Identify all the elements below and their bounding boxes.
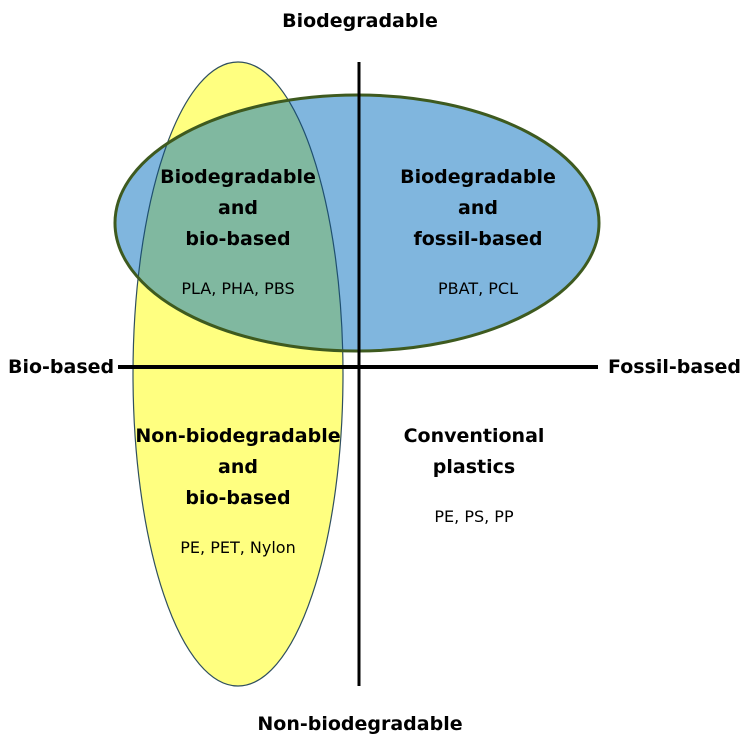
- axis-label-bottom: Non-biodegradable: [257, 713, 463, 735]
- quadrant-examples: PE, PS, PP: [434, 507, 514, 526]
- quadrant-examples: PLA, PHA, PBS: [181, 279, 295, 298]
- quadrant-examples: PBAT, PCL: [437, 279, 518, 298]
- axis-label-right: Fossil-based: [608, 356, 742, 378]
- biodegradable-ellipse-outline: [113, 93, 601, 353]
- axis-label-top: Biodegradable: [282, 10, 438, 32]
- quadrant-examples: PE, PET, Nylon: [180, 538, 296, 557]
- overlap-region: [132, 95, 344, 351]
- axis-label-left: Bio-based: [8, 356, 115, 378]
